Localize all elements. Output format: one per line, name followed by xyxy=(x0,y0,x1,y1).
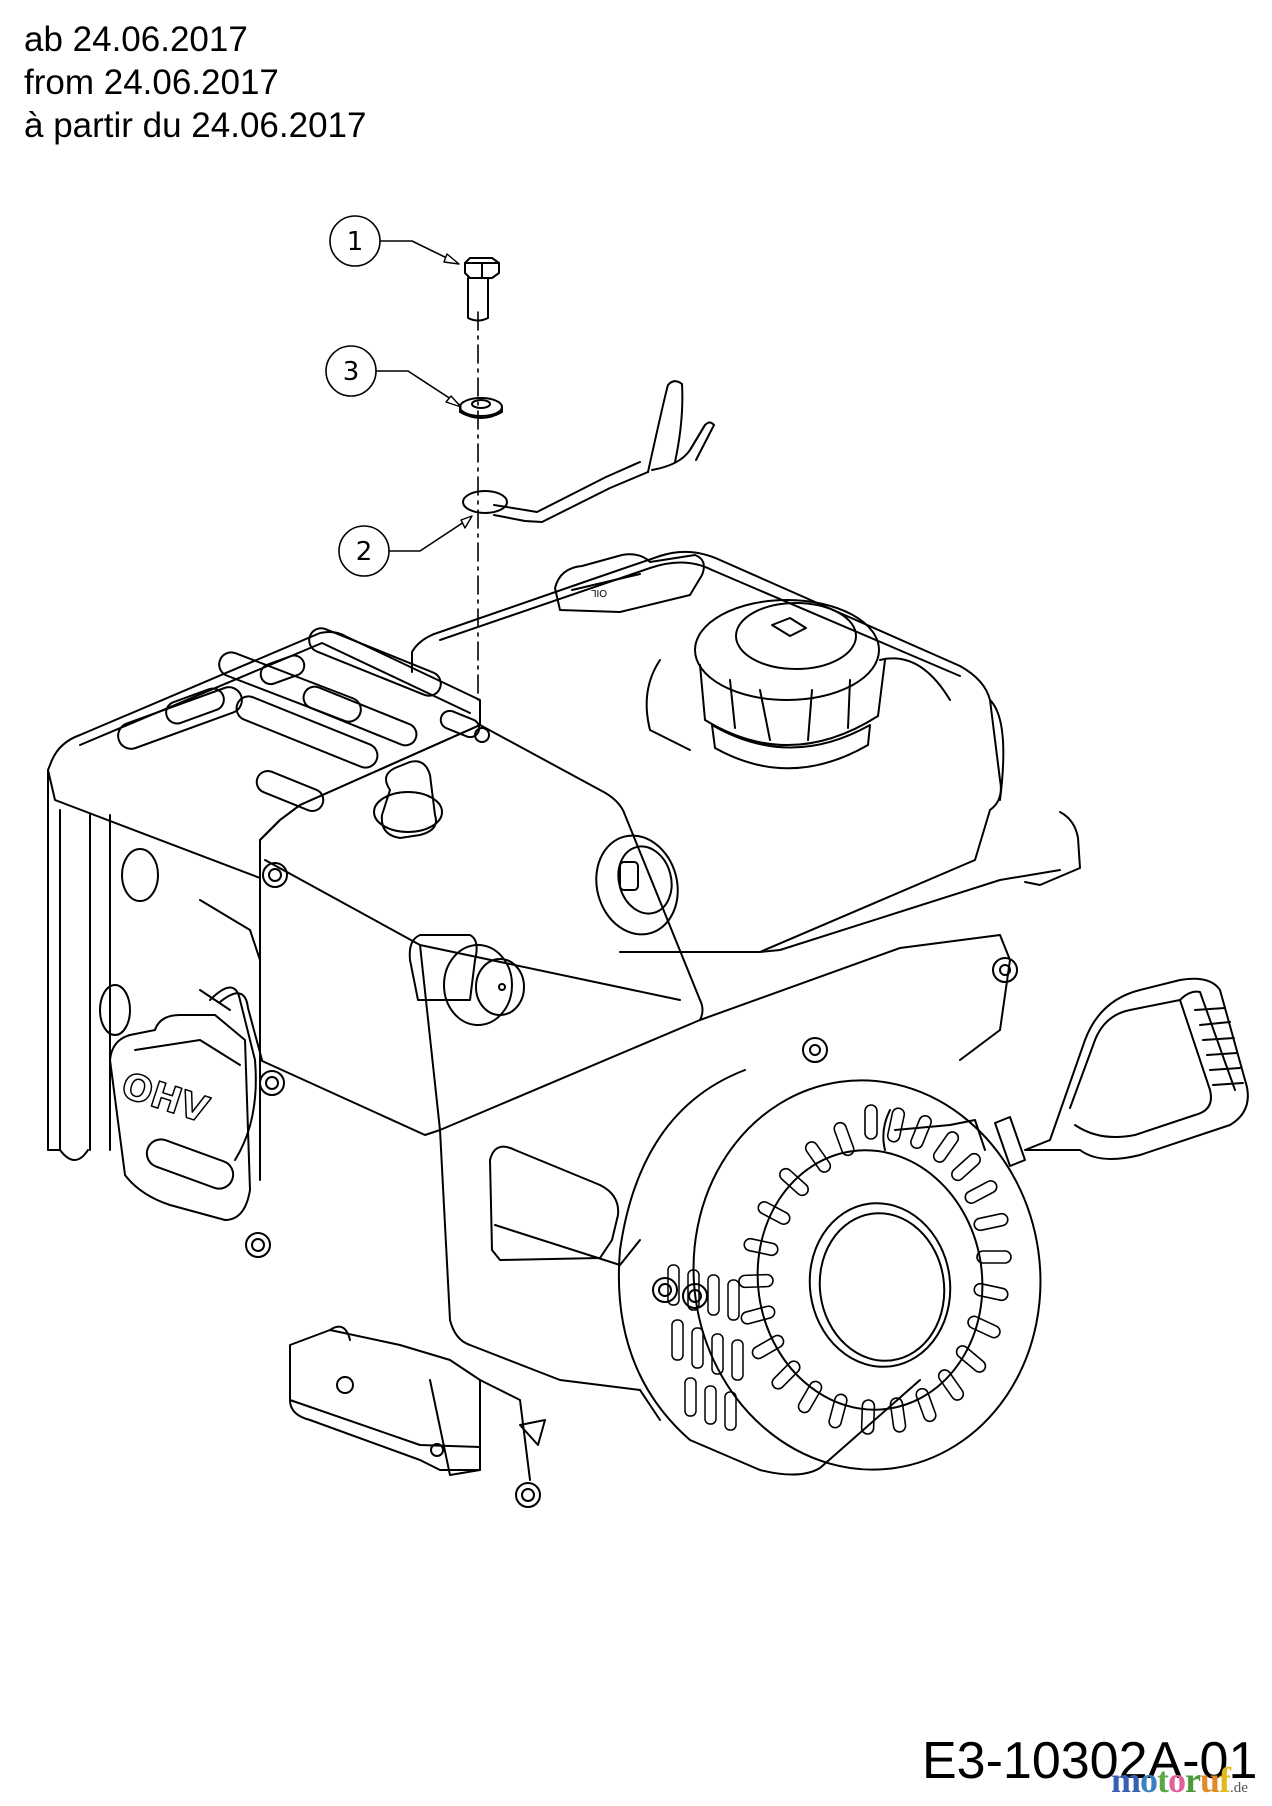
spark-plug xyxy=(408,934,525,1026)
callout-3[interactable]: 3 xyxy=(325,345,462,408)
callout-1[interactable]: 1 xyxy=(329,215,460,267)
validity-line-en: from 24.06.2017 xyxy=(24,63,279,102)
callout-3-number: 3 xyxy=(343,357,360,387)
ohv-label: OHV xyxy=(116,1065,213,1131)
blower-housing-top xyxy=(47,627,490,1181)
wire-hook-part[interactable] xyxy=(462,380,715,523)
watermark-letter: o xyxy=(1168,1760,1186,1800)
recoil-starter xyxy=(617,1069,1042,1476)
engine-bolts xyxy=(245,862,1018,1508)
fuel-cap xyxy=(645,599,951,770)
validity-line-de: ab 24.06.2017 xyxy=(24,20,248,59)
engine-assembly: OIL xyxy=(47,550,1249,1508)
callout-2-number: 2 xyxy=(356,537,373,567)
ohv-valve-cover: OHV xyxy=(109,986,263,1221)
validity-line-fr: à partir du 24.06.2017 xyxy=(24,106,367,145)
washer-part[interactable] xyxy=(459,397,503,419)
watermark-letter: r xyxy=(1185,1760,1201,1800)
oil-dipstick-tab xyxy=(554,553,705,613)
validity-header: ab 24.06.2017 from 24.06.2017 à partir d… xyxy=(24,18,366,147)
fuel-tank: OIL xyxy=(411,550,1081,953)
cylinder-head xyxy=(259,724,704,1136)
engine-side-plate xyxy=(59,814,261,1161)
watermark-letter: u xyxy=(1199,1760,1220,1800)
choke-knob xyxy=(595,834,679,936)
hex-bolt-part[interactable] xyxy=(464,257,500,322)
watermark-letter: m xyxy=(1111,1760,1141,1800)
oil-label: OIL xyxy=(590,587,607,598)
watermark-suffix: .de xyxy=(1230,1780,1248,1796)
callout-1-number: 1 xyxy=(347,227,364,257)
starter-handle xyxy=(994,977,1249,1167)
watermark-letter: f xyxy=(1219,1760,1231,1800)
callout-2[interactable]: 2 xyxy=(338,515,473,577)
watermark-letter: o xyxy=(1140,1760,1158,1800)
motoruf-watermark: motoruf.de xyxy=(1111,1762,1248,1806)
watermark-letter: t xyxy=(1157,1760,1169,1800)
crankcase xyxy=(289,934,1011,1481)
diagram-part-number: E3-10302A-01 xyxy=(922,1732,1258,1790)
